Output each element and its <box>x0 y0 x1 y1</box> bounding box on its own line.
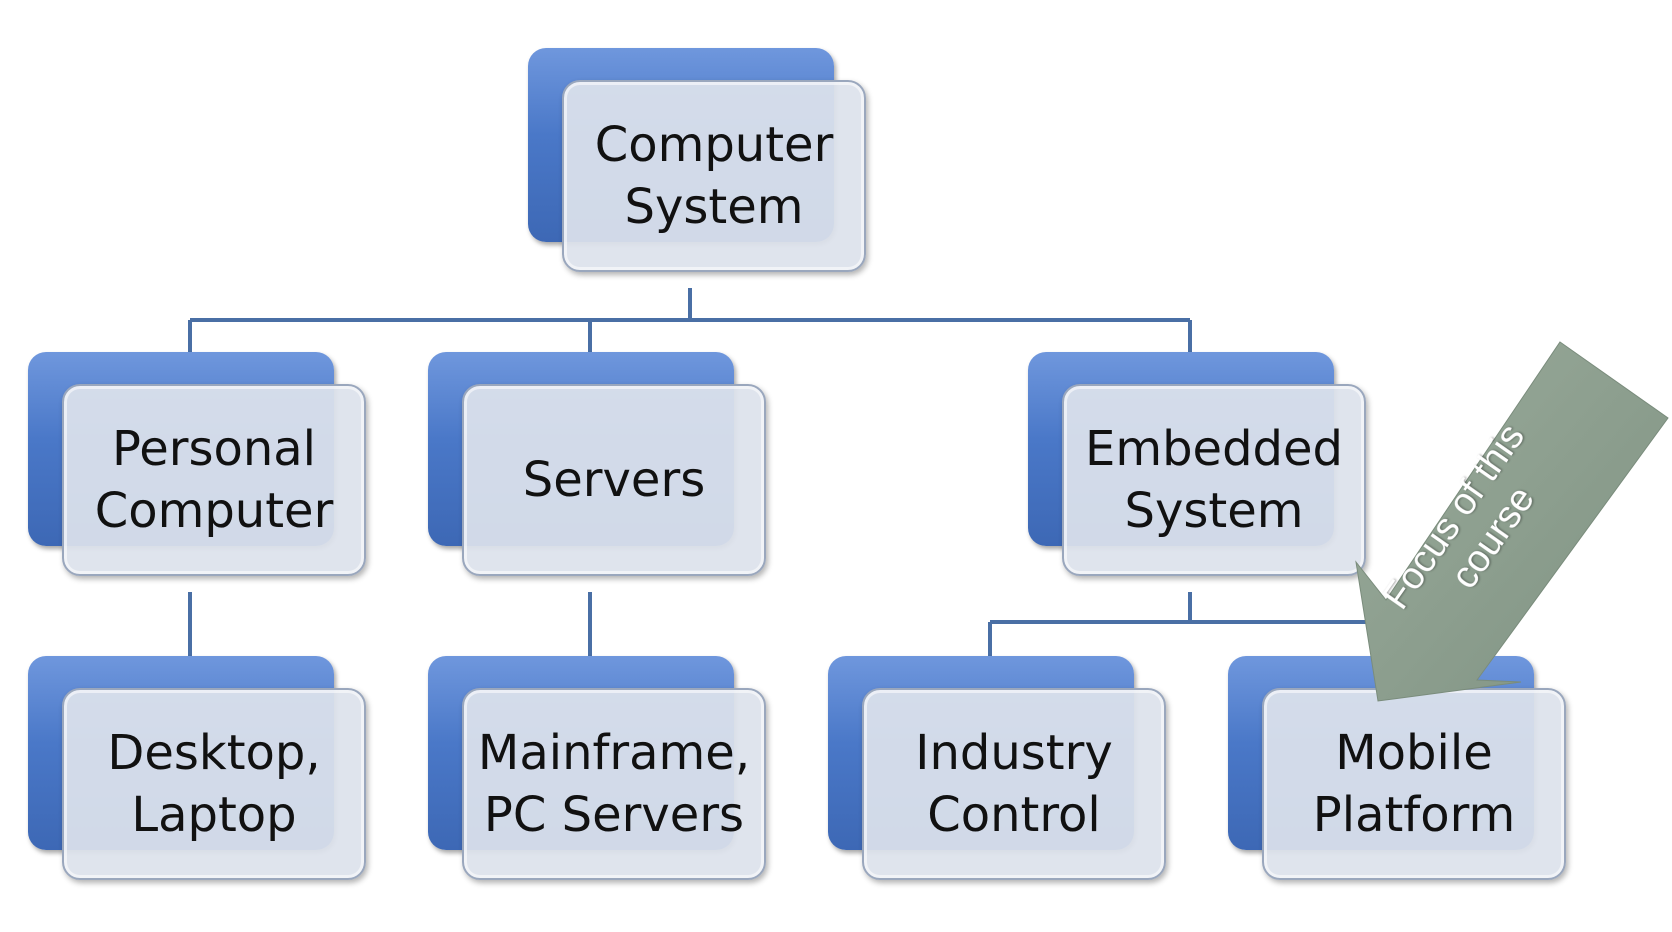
connector-embedded-to-children <box>988 592 1394 686</box>
node-mainframe-pc-servers: Mainframe, PC Servers <box>428 656 768 882</box>
node-label-line: Mobile <box>1335 725 1493 781</box>
node-label-line: Platform <box>1312 787 1516 843</box>
node-label-line: Personal <box>111 421 317 477</box>
node-label-line: PC Servers <box>483 787 745 843</box>
node-label-line: Desktop, <box>107 725 321 781</box>
node-label-line: Servers <box>522 452 706 508</box>
node-label-line: Embedded <box>1084 421 1344 477</box>
arrow-shape <box>1355 341 1669 702</box>
node-label-line: Mainframe, <box>477 725 751 781</box>
node-label-line: System <box>624 179 804 235</box>
node-front-panel: Computer System <box>562 80 866 272</box>
node-label-line: System <box>1124 483 1304 539</box>
node-label-line: Laptop <box>131 787 297 843</box>
node-front-panel: Embedded System <box>1062 384 1366 576</box>
node-front-panel: Mainframe, PC Servers <box>462 688 766 880</box>
node-label-line: Industry <box>915 725 1113 781</box>
node-mobile-platform: Mobile Platform <box>1228 656 1568 882</box>
node-front-panel: Servers <box>462 384 766 576</box>
node-front-panel: Desktop, Laptop <box>62 688 366 880</box>
node-industry-control: Industry Control <box>828 656 1168 882</box>
node-label-line: Computer <box>94 483 334 539</box>
node-front-panel: Personal Computer <box>62 384 366 576</box>
node-label-line: Control <box>927 787 1101 843</box>
node-computer-system: Computer System <box>528 48 868 274</box>
node-label-line: Computer <box>594 117 834 173</box>
node-personal-computer: Personal Computer <box>28 352 368 578</box>
node-front-panel: Industry Control <box>862 688 1166 880</box>
node-desktop-laptop: Desktop, Laptop <box>28 656 368 882</box>
node-front-panel: Mobile Platform <box>1262 688 1566 880</box>
node-embedded-system: Embedded System <box>1028 352 1368 578</box>
node-servers: Servers <box>428 352 768 578</box>
